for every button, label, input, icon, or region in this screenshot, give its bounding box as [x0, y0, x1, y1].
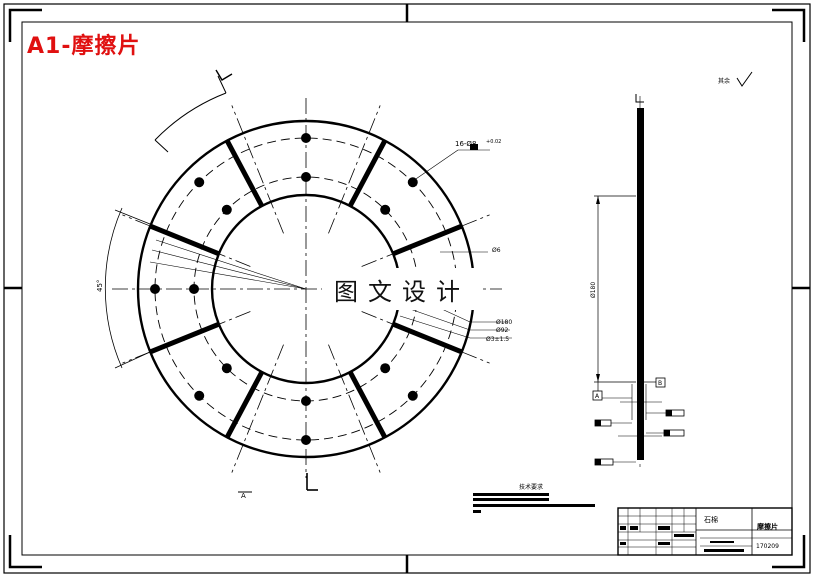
- dim-thickness-dia: Ø180: [590, 282, 597, 298]
- roughness-symbol: [736, 71, 753, 87]
- watermark: 图文设计: [322, 268, 482, 310]
- holes-callout-tolerance: +0.02: [486, 139, 501, 145]
- groove-5: [224, 370, 265, 439]
- title-block-fill: [620, 526, 744, 552]
- section-label-bottom: A: [241, 492, 246, 500]
- datum-a: A: [595, 393, 600, 400]
- rivet-hole-12: [221, 204, 232, 215]
- holes-callout: 16-Ø8: [455, 140, 476, 148]
- title-block-part-name: 摩擦片: [756, 522, 778, 531]
- groove-2: [392, 223, 463, 257]
- angle-dimension: [104, 207, 151, 369]
- side-view: [592, 94, 685, 470]
- corner-brackets: [8, 8, 806, 569]
- rivet-hole-8: [221, 363, 232, 374]
- rivet-hole-3: [407, 390, 418, 401]
- roughness-note: 其余: [718, 77, 730, 85]
- datum-b: B: [658, 380, 662, 387]
- groove-axis-2: [328, 105, 381, 234]
- groove-axis-1: [231, 105, 284, 234]
- rivet-hole-11: [194, 177, 205, 188]
- groove-axis-6: [231, 344, 284, 473]
- leader-lines-left: [149, 239, 307, 290]
- rivet-hole-6: [301, 396, 311, 406]
- dim-radial-3: Ø92: [496, 327, 509, 334]
- groove-4: [347, 370, 388, 439]
- disc-section: [637, 108, 644, 460]
- angle-dimension-value: 45°: [96, 280, 104, 292]
- groove-3: [392, 321, 463, 355]
- rivet-hole-4: [380, 363, 391, 374]
- section-indicator-a: [154, 69, 318, 491]
- drawing-title: A1-摩擦片: [27, 34, 141, 59]
- centering-marks: [4, 4, 810, 573]
- groove-1: [347, 139, 388, 208]
- groove-6: [149, 321, 220, 355]
- rivet-hole-10: [189, 284, 199, 294]
- rivet-hole-7: [194, 390, 205, 401]
- groove-7: [149, 223, 220, 257]
- title-block-drawing-no: 170209: [756, 543, 779, 550]
- title-block-material: 石棉: [704, 515, 718, 524]
- holes-callout-box: [470, 144, 478, 150]
- rivet-hole-9: [150, 284, 160, 294]
- rivet-hole-13: [301, 133, 311, 143]
- rivet-hole-5: [301, 435, 311, 445]
- rivet-hole-16: [380, 204, 391, 215]
- tech-requirements-lines: [473, 493, 595, 513]
- dim-radial-2: Ø180: [496, 319, 512, 326]
- rivet-hole-14: [301, 172, 311, 182]
- groove-axis-5: [328, 344, 381, 473]
- title-block: [617, 507, 793, 556]
- dim-radial-1: Ø6: [492, 247, 501, 254]
- leader-lines-right: [399, 149, 512, 339]
- groove-8: [224, 139, 265, 208]
- tech-requirements-title: 技术要求: [519, 483, 543, 491]
- dim-radial-4: Ø3±1.5: [486, 336, 509, 343]
